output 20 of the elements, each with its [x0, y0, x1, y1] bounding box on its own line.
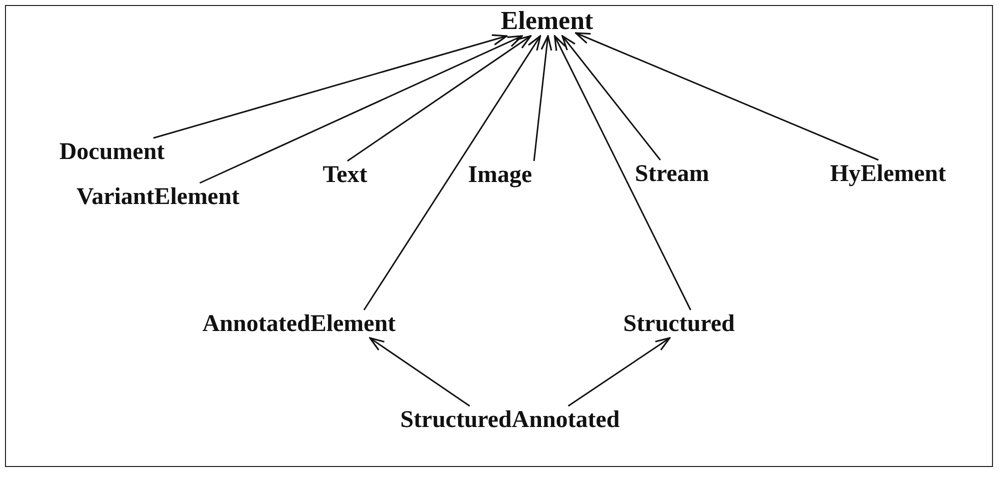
- class-name: Image: [466, 161, 534, 189]
- inheritance-arrow: [562, 35, 661, 160]
- inheritance-arrow: [554, 35, 692, 310]
- class-name: Stream: [632, 160, 712, 188]
- inheritance-arrow: [575, 32, 879, 161]
- inheritance-arrow: [533, 35, 552, 162]
- inheritance-arrow: [199, 35, 523, 184]
- class-name: AnnotatedElement: [200, 310, 398, 338]
- inheritance-arrow: [369, 337, 470, 407]
- inheritance-arrow: [363, 35, 542, 310]
- class-name: StructuredAnnotated: [398, 406, 622, 434]
- inheritance-arrow: [346, 35, 532, 162]
- inheritance-arrow: [568, 337, 671, 407]
- class-name: Structured: [621, 310, 737, 338]
- inheritance-arrow: [153, 34, 508, 139]
- class-name: Document: [57, 138, 167, 166]
- class-name: Element: [498, 6, 596, 36]
- class-name: HyElement: [828, 160, 948, 188]
- class-name: VariantElement: [74, 183, 242, 211]
- class-name: Text: [320, 161, 370, 189]
